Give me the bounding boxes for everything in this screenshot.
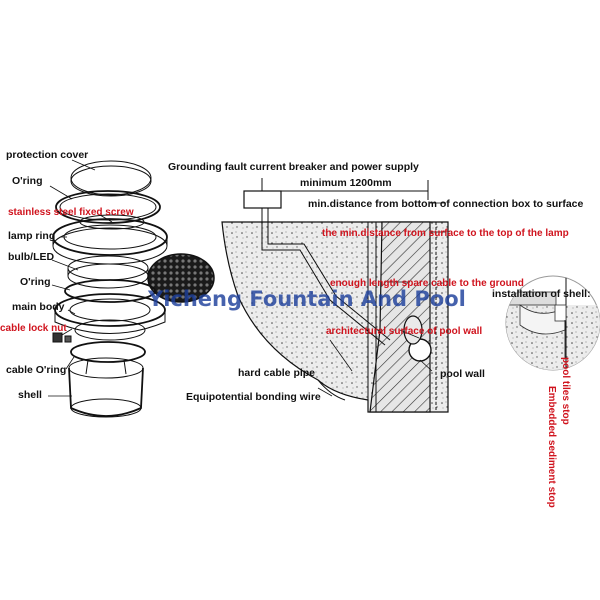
watermark: Yicheng Fountain And Pool xyxy=(147,287,466,311)
labels: protection cover O'ring stainless steel … xyxy=(0,149,591,508)
protection-cover-part xyxy=(70,160,152,196)
cable-pipe xyxy=(261,208,386,346)
label-hard-pipe: hard cable pipe xyxy=(238,367,315,379)
label-min-box: min.distance from bottom of connection b… xyxy=(308,198,584,210)
label-install-shell: installation of shell: xyxy=(492,288,591,300)
label-main-body: main body xyxy=(12,301,65,313)
exploded-leader-lines xyxy=(48,159,113,397)
shell-part xyxy=(68,357,144,418)
exploded-view xyxy=(48,159,215,418)
cable-lock-nut-part xyxy=(52,332,72,343)
label-pool-wall: pool wall xyxy=(440,368,485,380)
label-spare-cable: enough length spare cable to the ground xyxy=(330,278,524,289)
label-sediment-stop: Embedded sediment stop xyxy=(546,386,557,508)
bonding-wire xyxy=(317,379,346,401)
label-tiles-stop: pool tiles stop xyxy=(560,357,571,425)
o-ring-mid-part xyxy=(64,279,156,303)
label-grounding: Grounding fault current breaker and powe… xyxy=(168,161,419,173)
breaker-box xyxy=(243,190,282,209)
label-o-ring-mid: O'ring xyxy=(20,276,51,288)
label-arch-surface: architectural surface of pool wall xyxy=(326,326,482,337)
lamp-ring-part xyxy=(52,218,168,265)
label-bulb: bulb/LED xyxy=(8,251,54,263)
o-ring-top-part xyxy=(55,190,161,224)
label-o-ring-top: O'ring xyxy=(12,175,43,187)
label-lamp-ring: lamp ring xyxy=(8,230,55,242)
section-leader-lines xyxy=(317,202,446,397)
label-min-lamp: the min.distance from surface to the top… xyxy=(322,228,569,239)
label-shell: shell xyxy=(18,389,42,401)
cross-section xyxy=(221,178,449,413)
label-cable-lock-nut: cable lock nut xyxy=(0,323,67,334)
label-min-1200: minimum 1200mm xyxy=(300,177,392,189)
label-equipotential: Equipotential bonding wire xyxy=(186,391,321,403)
label-cable-o-ring: cable O'ring xyxy=(6,364,66,376)
hatched-wall xyxy=(369,221,431,413)
label-screw: stainless steel fixed screw xyxy=(8,207,134,218)
label-protection-cover: protection cover xyxy=(6,149,88,161)
main-body-part xyxy=(54,293,166,341)
cable-o-ring-part xyxy=(70,341,146,363)
